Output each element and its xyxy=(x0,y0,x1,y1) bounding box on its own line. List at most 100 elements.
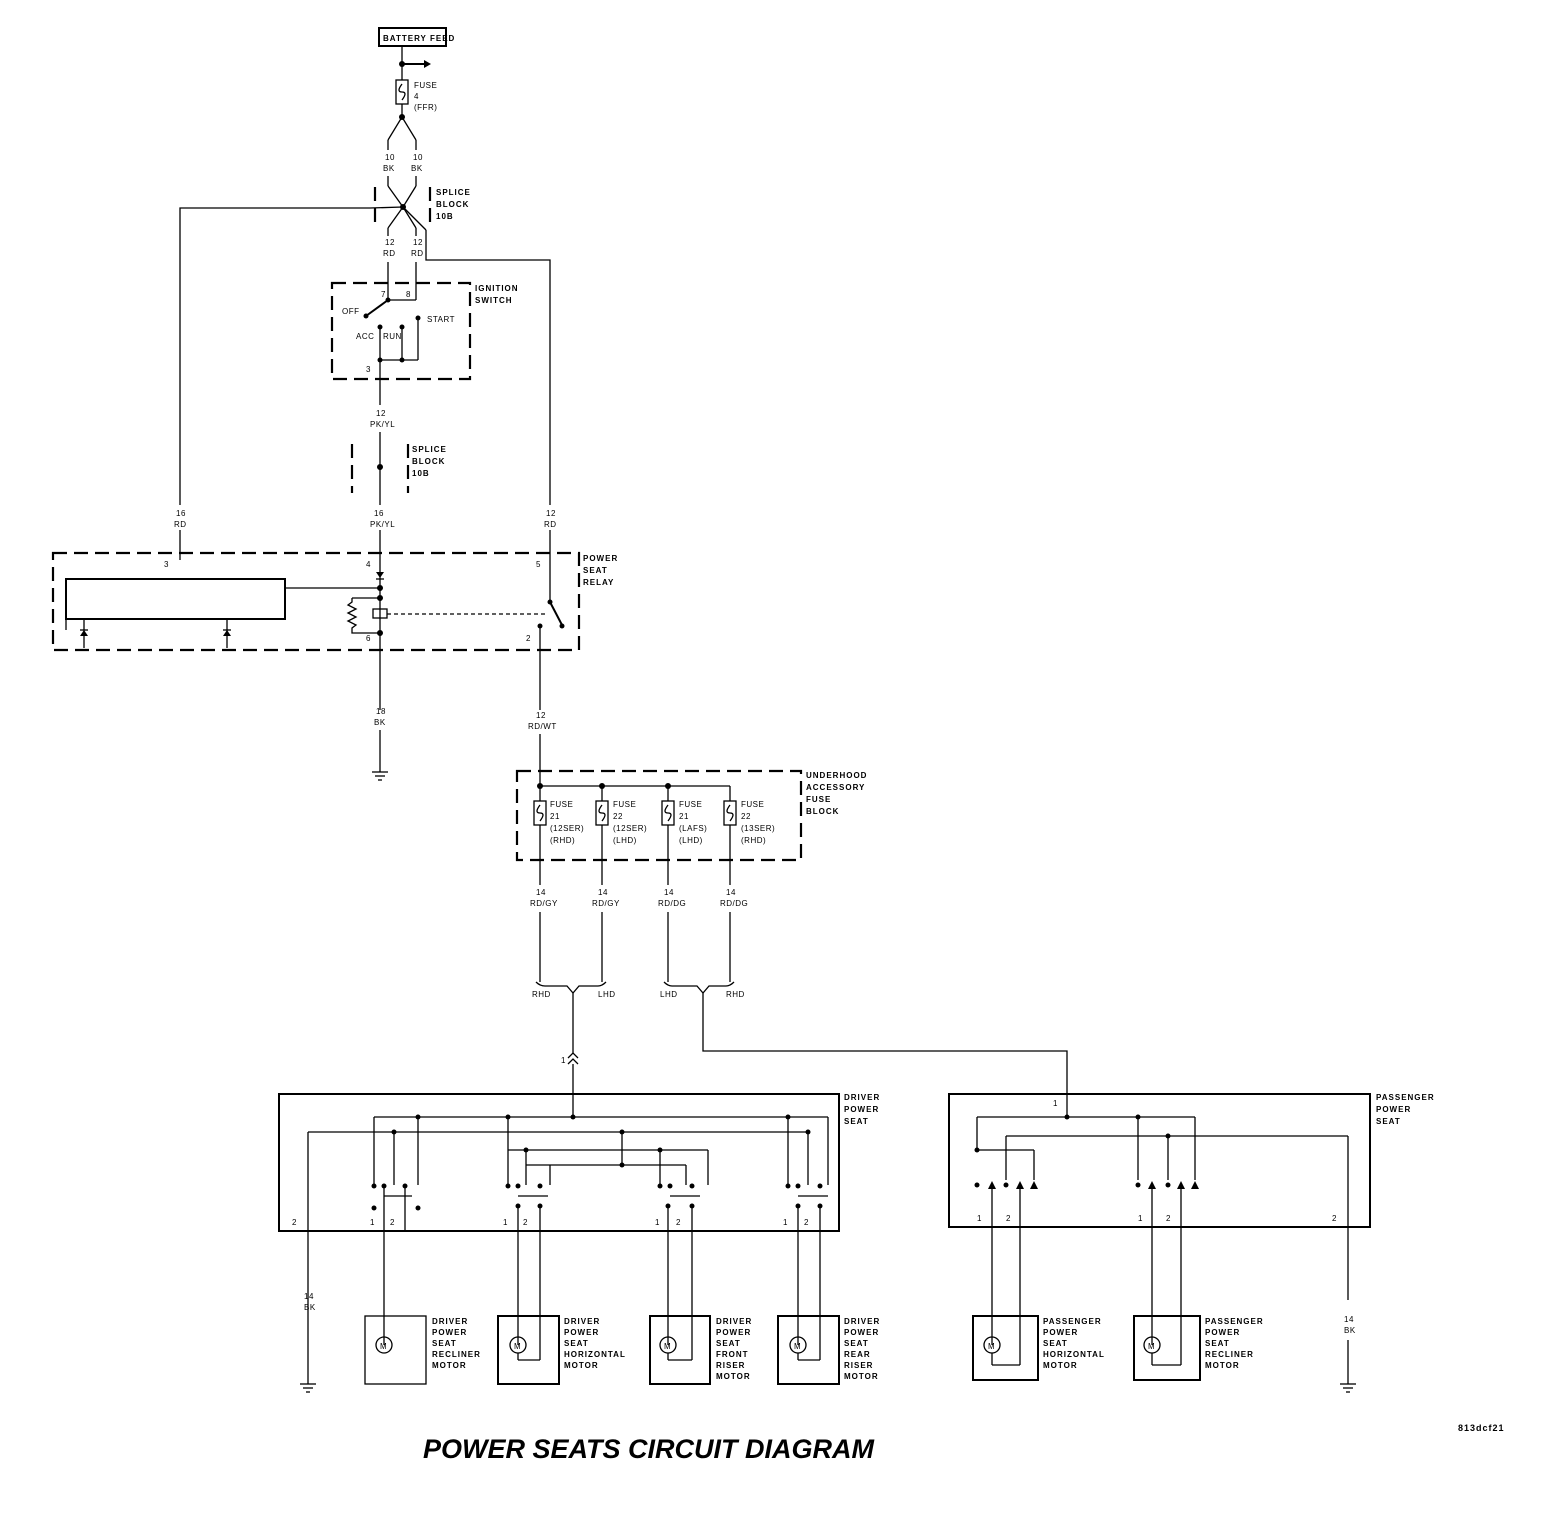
svg-text:HORIZONTAL: HORIZONTAL xyxy=(564,1350,626,1359)
driver-rear-riser-switch: 1 2 xyxy=(783,1117,829,1227)
relay-control-module xyxy=(65,578,286,620)
svg-text:FUSE: FUSE xyxy=(414,81,437,90)
svg-text:ACCESSORY: ACCESSORY xyxy=(806,783,865,792)
svg-text:DRIVER: DRIVER xyxy=(432,1317,468,1326)
svg-text:POWER: POWER xyxy=(1205,1328,1240,1337)
svg-text:1: 1 xyxy=(503,1218,508,1227)
svg-text:FUSE: FUSE xyxy=(806,795,831,804)
svg-text:RISER: RISER xyxy=(844,1361,873,1370)
diode-right xyxy=(223,630,231,636)
svg-text:POWER: POWER xyxy=(583,554,618,563)
svg-text:ACC: ACC xyxy=(356,332,374,341)
battery-feed-box xyxy=(378,27,447,47)
svg-text:12: 12 xyxy=(385,238,395,247)
svg-text:M: M xyxy=(514,1342,521,1351)
svg-text:LHD: LHD xyxy=(598,990,616,999)
svg-text:BK: BK xyxy=(304,1303,316,1312)
svg-text:M: M xyxy=(1148,1342,1155,1351)
svg-text:RHD: RHD xyxy=(726,990,745,999)
passenger-horizontal-switch: 1 2 xyxy=(974,1181,1038,1223)
svg-text:SEAT: SEAT xyxy=(1205,1339,1230,1348)
passenger-recliner-motor: M PASSENGER POWER SEAT RECLINER MOTOR xyxy=(1133,1315,1264,1381)
svg-text:UNDERHOOD: UNDERHOOD xyxy=(806,771,867,780)
svg-text:M: M xyxy=(988,1342,995,1351)
svg-text:14: 14 xyxy=(598,888,608,897)
svg-text:FUSE: FUSE xyxy=(741,800,764,809)
svg-text:SEAT: SEAT xyxy=(1376,1117,1401,1126)
svg-text:RECLINER: RECLINER xyxy=(1205,1350,1254,1359)
svg-text:(LHD): (LHD) xyxy=(679,836,703,845)
svg-text:12: 12 xyxy=(536,711,546,720)
svg-text:POWER: POWER xyxy=(1043,1328,1078,1337)
svg-text:OFF: OFF xyxy=(342,307,360,316)
svg-text:MOTOR: MOTOR xyxy=(1205,1361,1240,1370)
svg-text:POWER: POWER xyxy=(716,1328,751,1337)
svg-text:10: 10 xyxy=(385,153,395,162)
svg-text:RD/DG: RD/DG xyxy=(658,899,686,908)
svg-text:M: M xyxy=(794,1342,801,1351)
svg-text:POWER: POWER xyxy=(1376,1105,1411,1114)
underhood-fuse-block xyxy=(515,769,803,862)
svg-text:(12SER): (12SER) xyxy=(613,824,647,833)
wire-right-rd xyxy=(425,230,551,505)
svg-text:16: 16 xyxy=(176,509,186,518)
passenger-recliner-switch: 1 2 xyxy=(1135,1181,1199,1223)
svg-text:12: 12 xyxy=(376,409,386,418)
svg-text:RD: RD xyxy=(383,249,396,258)
svg-text:FUSE: FUSE xyxy=(613,800,636,809)
svg-text:REAR: REAR xyxy=(844,1350,871,1359)
svg-text:RD/DG: RD/DG xyxy=(720,899,748,908)
svg-text:2: 2 xyxy=(804,1218,809,1227)
svg-text:7: 7 xyxy=(381,290,386,299)
fuse-21-b: FUSE 21 (LAFS) (LHD) xyxy=(661,786,707,885)
svg-text:SPLICE: SPLICE xyxy=(436,188,471,197)
fuse-22-b: FUSE 22 (13SER) (RHD) xyxy=(723,786,775,885)
driver-power-seat-box xyxy=(278,1093,840,1232)
svg-text:10B: 10B xyxy=(436,212,454,221)
svg-text:MOTOR: MOTOR xyxy=(716,1372,751,1381)
svg-text:6: 6 xyxy=(366,634,371,643)
driver-horizontal-motor: M DRIVER POWER SEAT HORIZONTAL MOTOR xyxy=(497,1315,626,1385)
svg-text:PASSENGER: PASSENGER xyxy=(1043,1317,1102,1326)
diode-left xyxy=(80,630,88,636)
svg-text:2: 2 xyxy=(390,1218,395,1227)
svg-text:PASSENGER: PASSENGER xyxy=(1205,1317,1264,1326)
svg-text:SEAT: SEAT xyxy=(564,1339,589,1348)
svg-text:MOTOR: MOTOR xyxy=(844,1372,879,1381)
relay-resistor xyxy=(346,598,380,634)
passenger-horizontal-motor: M PASSENGER POWER SEAT HORIZONTAL MOTOR xyxy=(972,1315,1104,1381)
driver-front-riser-motor: M DRIVER POWER SEAT FRONT RISER MOTOR xyxy=(649,1315,752,1385)
svg-text:14: 14 xyxy=(304,1292,314,1301)
svg-text:14: 14 xyxy=(664,888,674,897)
svg-text:3: 3 xyxy=(164,560,169,569)
svg-text:RD/GY: RD/GY xyxy=(530,899,558,908)
svg-text:14: 14 xyxy=(536,888,546,897)
power-seat-relay-box xyxy=(51,551,581,652)
svg-text:(RHD): (RHD) xyxy=(741,836,766,845)
svg-text:DRIVER: DRIVER xyxy=(716,1317,752,1326)
svg-text:RECLINER: RECLINER xyxy=(432,1350,481,1359)
svg-text:DRIVER: DRIVER xyxy=(844,1317,880,1326)
svg-text:FUSE: FUSE xyxy=(679,800,702,809)
svg-text:14: 14 xyxy=(726,888,736,897)
svg-text:(LHD): (LHD) xyxy=(613,836,637,845)
svg-text:BLOCK: BLOCK xyxy=(806,807,839,816)
svg-text:SEAT: SEAT xyxy=(583,566,608,575)
svg-text:MOTOR: MOTOR xyxy=(1043,1361,1078,1370)
svg-text:18: 18 xyxy=(376,707,386,716)
wire-passenger-feed xyxy=(702,993,1068,1117)
svg-text:BK: BK xyxy=(374,718,386,727)
battery-feed-label: BATTERY FEED xyxy=(383,34,455,43)
svg-text:22: 22 xyxy=(613,812,623,821)
svg-text:POWER: POWER xyxy=(844,1105,879,1114)
svg-text:RD: RD xyxy=(544,520,557,529)
svg-text:1: 1 xyxy=(561,1056,566,1065)
svg-text:RD/WT: RD/WT xyxy=(528,722,557,731)
svg-text:14: 14 xyxy=(1344,1315,1354,1324)
svg-text:22: 22 xyxy=(741,812,751,821)
svg-text:BK: BK xyxy=(411,164,423,173)
svg-text:RISER: RISER xyxy=(716,1361,745,1370)
svg-text:4: 4 xyxy=(414,92,419,101)
svg-text:FRONT: FRONT xyxy=(716,1350,749,1359)
svg-text:RUN: RUN xyxy=(383,332,402,341)
